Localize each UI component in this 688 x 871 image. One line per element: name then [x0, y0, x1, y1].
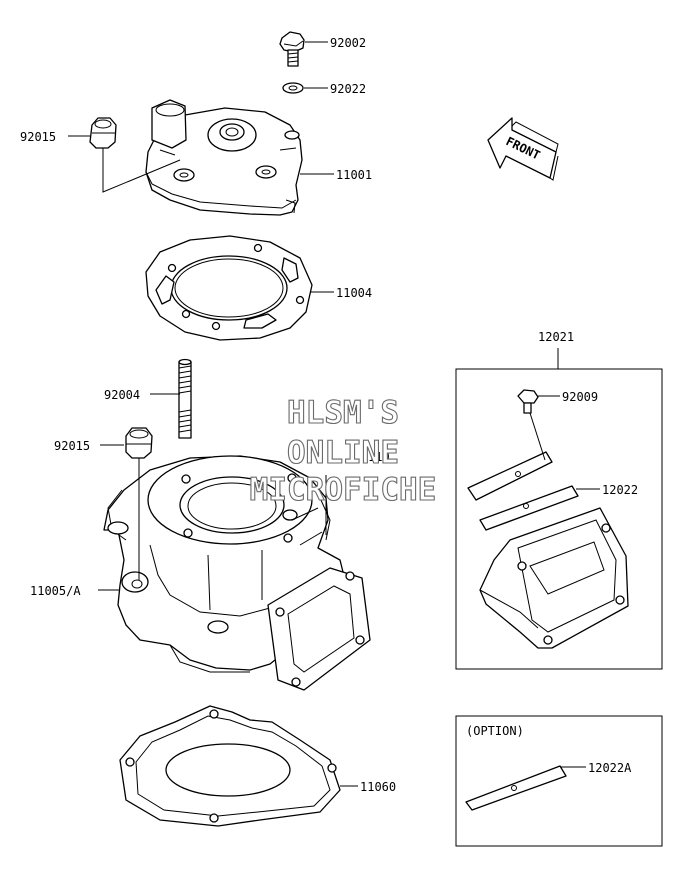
- label-11005a: 11005/A: [30, 584, 81, 598]
- label-110-partial: 110: [368, 450, 390, 464]
- option-box: (OPTION): [455, 715, 663, 847]
- watermark-line-2: ONLINE: [287, 435, 399, 471]
- label-11004: 11004: [336, 286, 372, 300]
- cylinder-11005a: [103, 455, 371, 691]
- label-12022a: 12022A: [588, 761, 632, 775]
- washer-92022: [282, 82, 304, 94]
- label-12021: 12021: [538, 330, 574, 344]
- reed-valve-assembly-box: [455, 368, 663, 670]
- leader-lines: [68, 41, 600, 787]
- bolt-92002: [279, 31, 305, 67]
- base-gasket-11060: [119, 705, 341, 827]
- nut-92015-top: [89, 117, 117, 149]
- label-92022: 92022: [330, 82, 366, 96]
- label-92009: 92009: [562, 390, 598, 404]
- option-box-title: (OPTION): [466, 724, 524, 738]
- label-92002: 92002: [330, 36, 366, 50]
- screw-92009: [517, 389, 539, 414]
- nut-92015-mid: [125, 427, 153, 459]
- head-gasket-11004: [145, 235, 313, 341]
- watermark-line-1: HLSM'S: [287, 395, 399, 431]
- label-92015-top: 92015: [20, 130, 56, 144]
- reed-stopper: [467, 451, 553, 501]
- reed-12022: [479, 485, 579, 531]
- label-12022: 12022: [602, 483, 638, 497]
- front-arrow: FRONT: [487, 117, 559, 181]
- label-11060: 11060: [360, 780, 396, 794]
- watermark-line-3: MICROFICHE: [250, 472, 437, 508]
- watermark: HLSM'S ONLINE MICROFICHE: [249, 394, 437, 508]
- label-92004: 92004: [104, 388, 140, 402]
- cylinder-head-11001: [145, 99, 303, 216]
- part-labels: 92002 92022 92015 11001 11004 92004 9201…: [20, 36, 638, 794]
- stud-92004: [178, 358, 192, 439]
- label-92015-mid: 92015: [54, 439, 90, 453]
- label-11001: 11001: [336, 168, 372, 182]
